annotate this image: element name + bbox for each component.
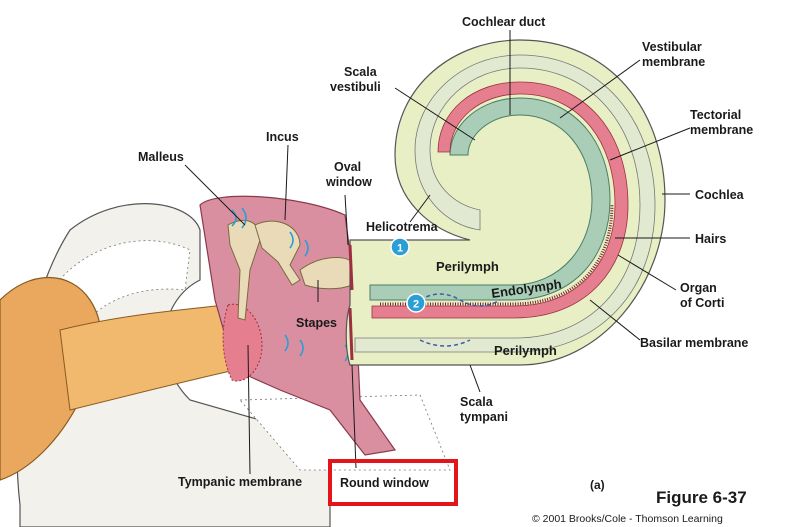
basilar-membrane-band <box>371 81 629 319</box>
label-vestibular-membrane-line2: membrane <box>642 55 705 69</box>
outer-ear <box>0 203 451 527</box>
label-stapes: Stapes <box>296 316 337 330</box>
label-malleus: Malleus <box>138 150 184 164</box>
label-vestibular-membrane-line1: Vestibular <box>642 40 702 54</box>
oval-window <box>348 244 354 291</box>
label-cochlea: Cochlea <box>695 188 745 202</box>
marker-1: 1 <box>390 237 410 257</box>
marker-2-label: 2 <box>413 299 419 311</box>
label-helicotrema: Helicotrema <box>366 220 439 234</box>
panel-tag: (a) <box>590 478 605 492</box>
organ-of-corti-hairs <box>380 204 614 306</box>
label-round-window: Round window <box>340 476 429 490</box>
label-cochlear-duct: Cochlear duct <box>462 15 546 29</box>
label-tympanic-membrane: Tympanic membrane <box>178 475 302 489</box>
label-tectorial-membrane-line2: membrane <box>690 123 753 137</box>
scala-tympani-region <box>354 54 656 353</box>
label-tectorial-membrane-line1: Tectorial <box>690 108 741 122</box>
middle-ear <box>199 195 397 456</box>
marker-1-label: 1 <box>397 243 403 255</box>
copyright-notice: © 2001 Brooks/Cole - Thomson Learning <box>532 513 723 525</box>
cochlea <box>345 39 666 366</box>
label-oval-window-line1: Oval <box>334 160 361 174</box>
marker-2: 2 <box>406 293 426 313</box>
label-perilymph-upper: Perilymph <box>436 259 499 274</box>
label-organ-of-corti-line1: Organ <box>680 281 717 295</box>
leader-lines <box>184 30 691 475</box>
fluid-wave-upper <box>419 293 501 307</box>
label-incus: Incus <box>266 130 299 144</box>
figure-title: Figure 6-37 <box>656 488 747 507</box>
round-window <box>348 307 354 361</box>
label-hairs: Hairs <box>695 232 726 246</box>
cochlear-duct-endolymph <box>369 97 611 301</box>
label-scala-vestibuli-line2: vestibuli <box>330 80 381 94</box>
label-scala-vestibuli-line1: Scala <box>344 65 378 79</box>
label-basilar-membrane: Basilar membrane <box>640 336 748 350</box>
label-perilymph-lower: Perilymph <box>494 343 557 358</box>
incus-bone <box>254 220 301 286</box>
label-oval-window-line2: window <box>325 175 372 189</box>
label-scala-tympani-line1: Scala <box>460 395 494 409</box>
tympanic-membrane <box>222 303 263 382</box>
labels: Cochlear duct Scala vestibuli Vestibular… <box>138 15 753 490</box>
label-scala-tympani-line2: tympani <box>460 410 508 424</box>
label-organ-of-corti-line2: of Corti <box>680 296 724 310</box>
round-window-highlight-box <box>328 459 458 506</box>
